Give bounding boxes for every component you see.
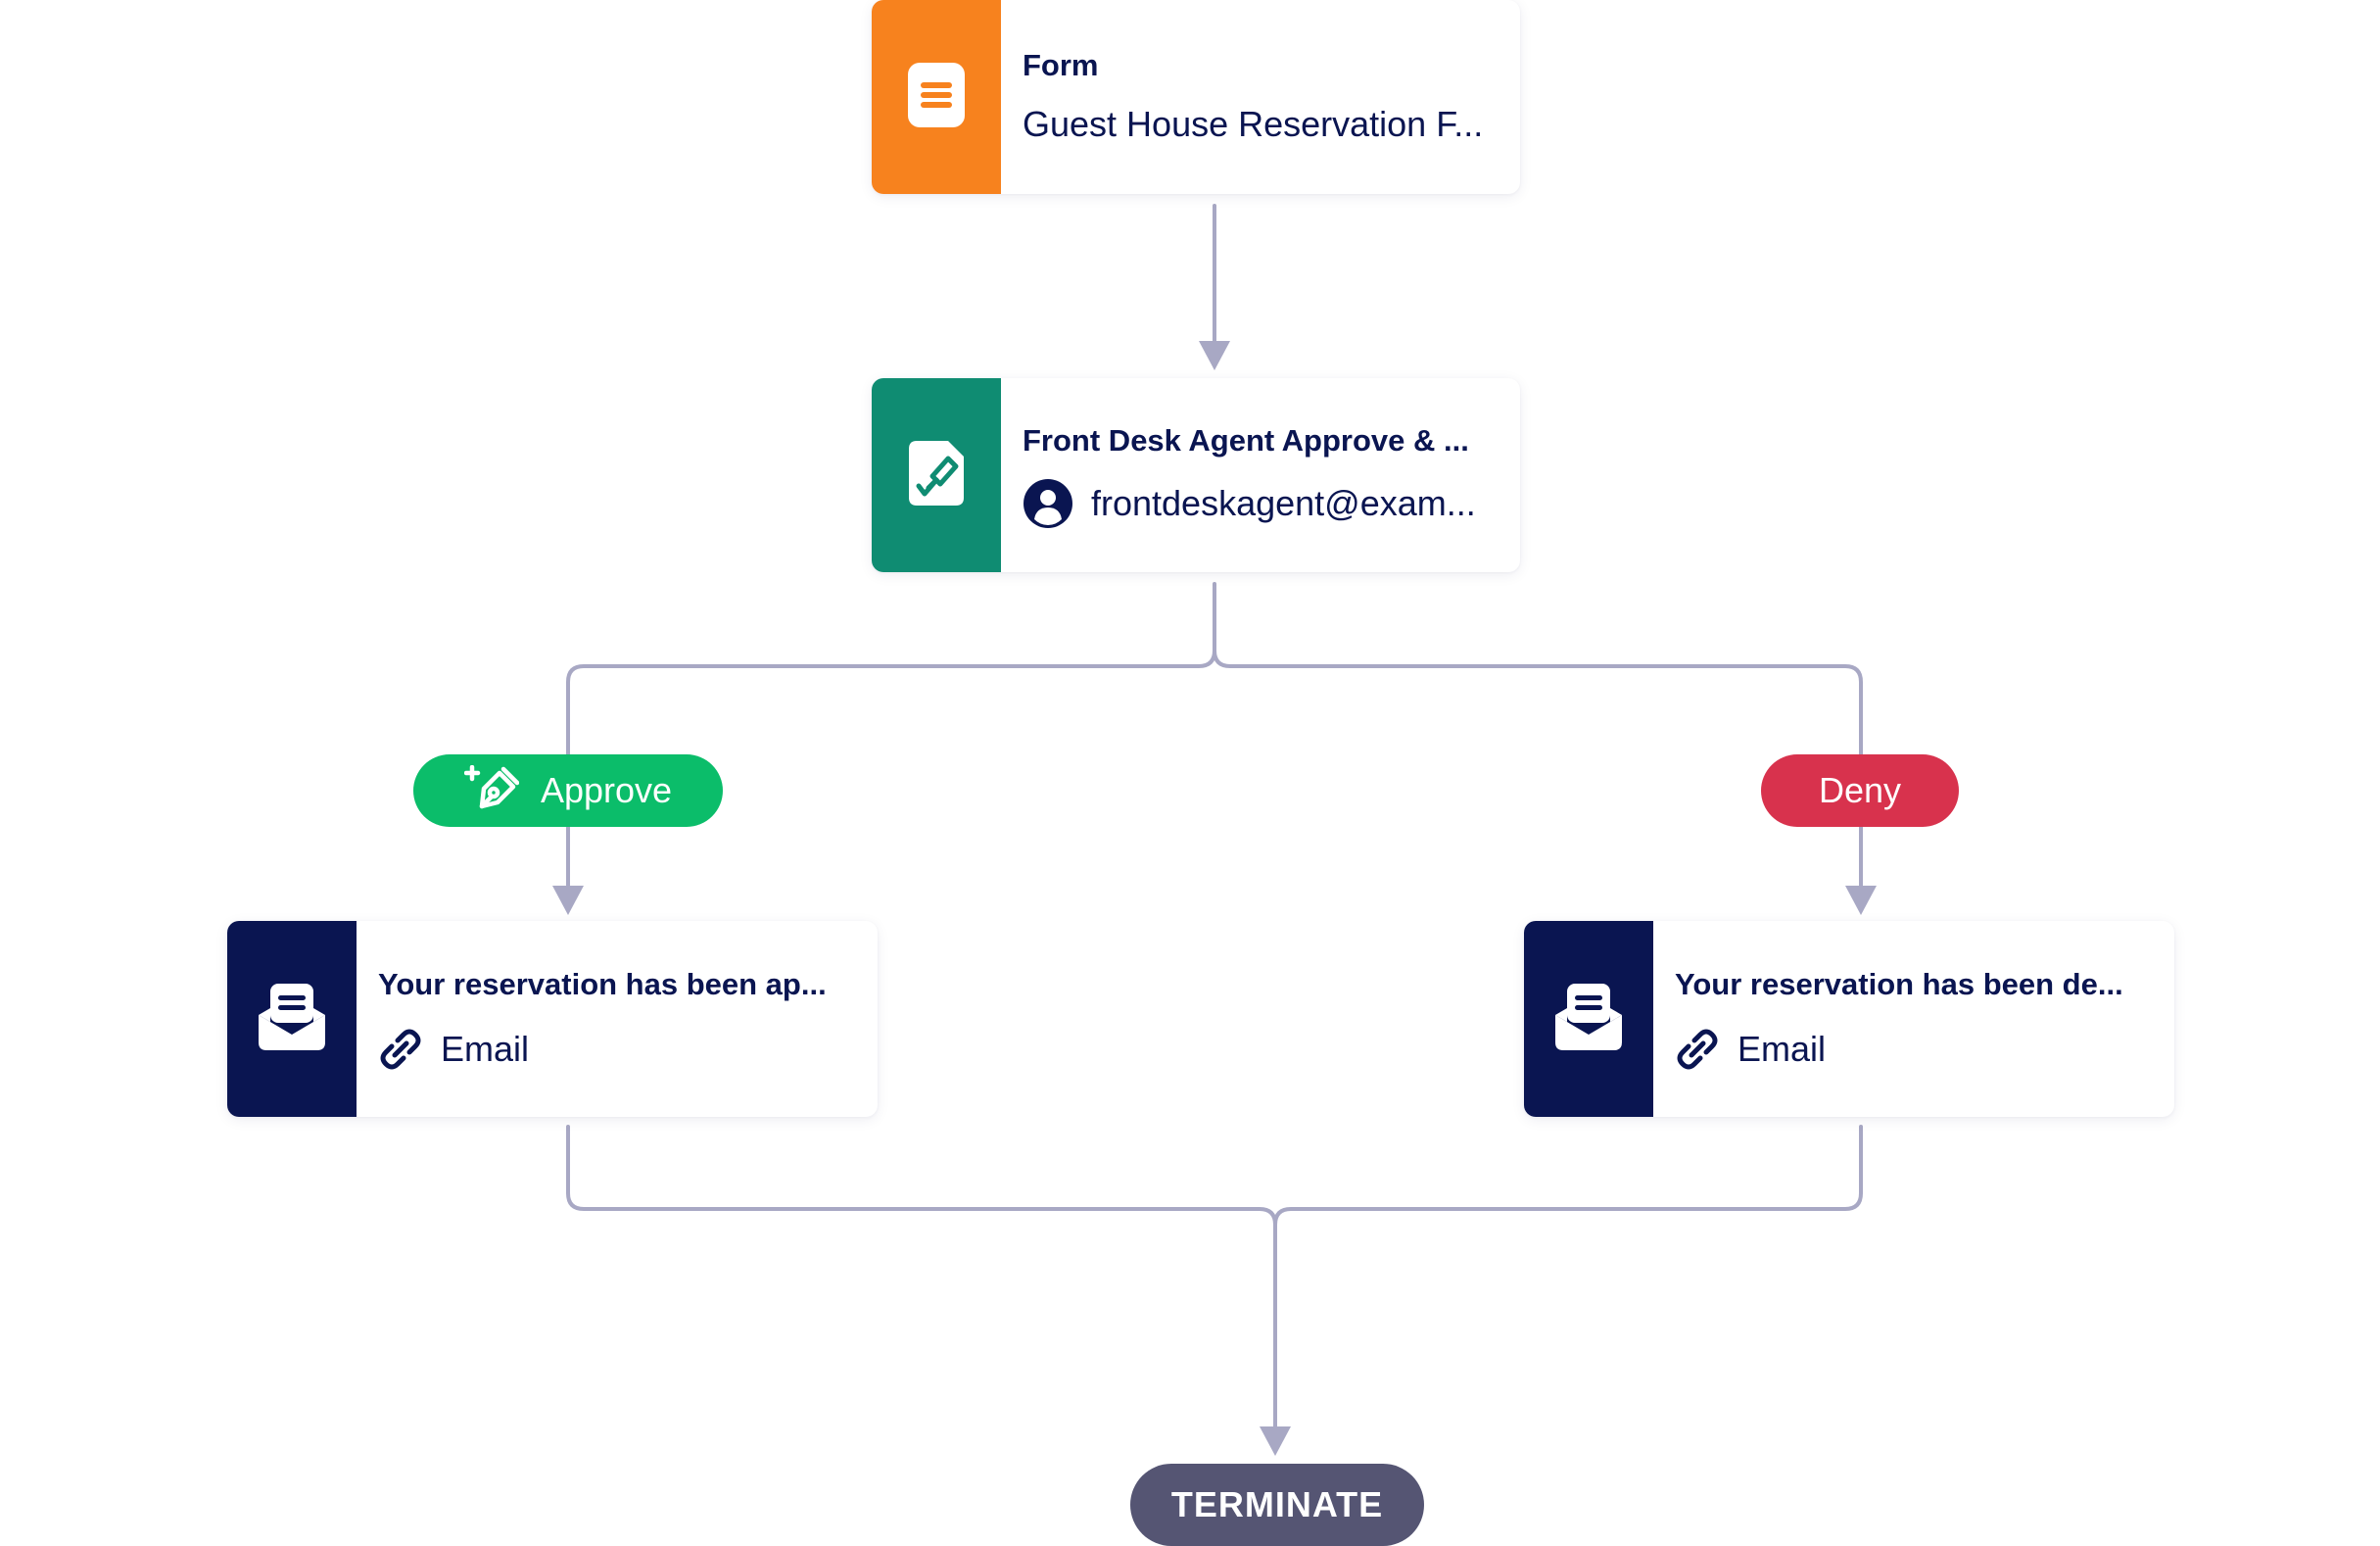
arrow-to-email-denied: [1845, 886, 1877, 915]
approve-branch-text: Approve: [540, 770, 673, 810]
arrow-to-terminate: [1260, 1426, 1291, 1456]
email-approved-icon-panel: [227, 921, 357, 1117]
approval-sign-icon: [907, 439, 966, 512]
approve-pen-icon: [463, 765, 519, 816]
deny-branch-label[interactable]: Deny: [1761, 754, 1959, 827]
approval-node[interactable]: Front Desk Agent Approve & ... frontdesk…: [872, 378, 1520, 572]
approval-node-assignee: frontdeskagent@exam...: [1023, 478, 1504, 529]
email-denied-icon-panel: [1524, 921, 1653, 1117]
arrow-to-approval: [1199, 341, 1230, 370]
approve-branch-label[interactable]: Approve: [413, 754, 723, 827]
form-node-subtitle: Guest House Reservation F...: [1023, 104, 1484, 144]
form-document-icon: [907, 62, 966, 133]
approval-node-assignee-text: frontdeskagent@exam...: [1091, 483, 1476, 523]
connector-approval-split-left: [566, 582, 1216, 890]
email-approved-type-text: Email: [441, 1029, 530, 1069]
link-icon: [1675, 1027, 1720, 1072]
email-approved-type: Email: [378, 1026, 862, 1073]
form-node-body: Form Guest House Reservation F...: [1001, 0, 1520, 194]
approval-node-title: Front Desk Agent Approve & ...: [1023, 423, 1469, 458]
arrow-to-email-approved: [552, 886, 584, 915]
envelope-icon: [257, 982, 327, 1057]
connector-approval-split-right: [1213, 649, 1863, 890]
connector-merge-left: [566, 1125, 1277, 1430]
connector-merge-right: [1273, 1125, 1863, 1227]
email-approved-node[interactable]: Your reservation has been ap... Email: [227, 921, 878, 1117]
form-node[interactable]: Form Guest House Reservation F...: [872, 0, 1520, 194]
approval-node-icon-panel: [872, 378, 1001, 572]
envelope-icon: [1553, 982, 1624, 1057]
email-denied-node[interactable]: Your reservation has been de... Email: [1524, 921, 2174, 1117]
email-denied-body: Your reservation has been de... Email: [1653, 921, 2174, 1117]
email-approved-title: Your reservation has been ap...: [378, 967, 827, 1001]
email-approved-body: Your reservation has been ap... Email: [357, 921, 878, 1117]
approval-node-body: Front Desk Agent Approve & ... frontdesk…: [1001, 378, 1520, 572]
email-denied-type-text: Email: [1737, 1029, 1827, 1069]
email-denied-title: Your reservation has been de...: [1675, 967, 2123, 1001]
deny-branch-text: Deny: [1818, 770, 1902, 810]
terminate-node[interactable]: TERMINATE: [1130, 1464, 1424, 1546]
email-denied-type: Email: [1675, 1026, 2159, 1073]
form-node-title: Form: [1023, 48, 1099, 82]
link-icon: [378, 1027, 423, 1072]
form-node-icon-panel: [872, 0, 1001, 194]
terminate-label: TERMINATE: [1170, 1484, 1384, 1524]
user-avatar-icon: [1023, 478, 1073, 529]
